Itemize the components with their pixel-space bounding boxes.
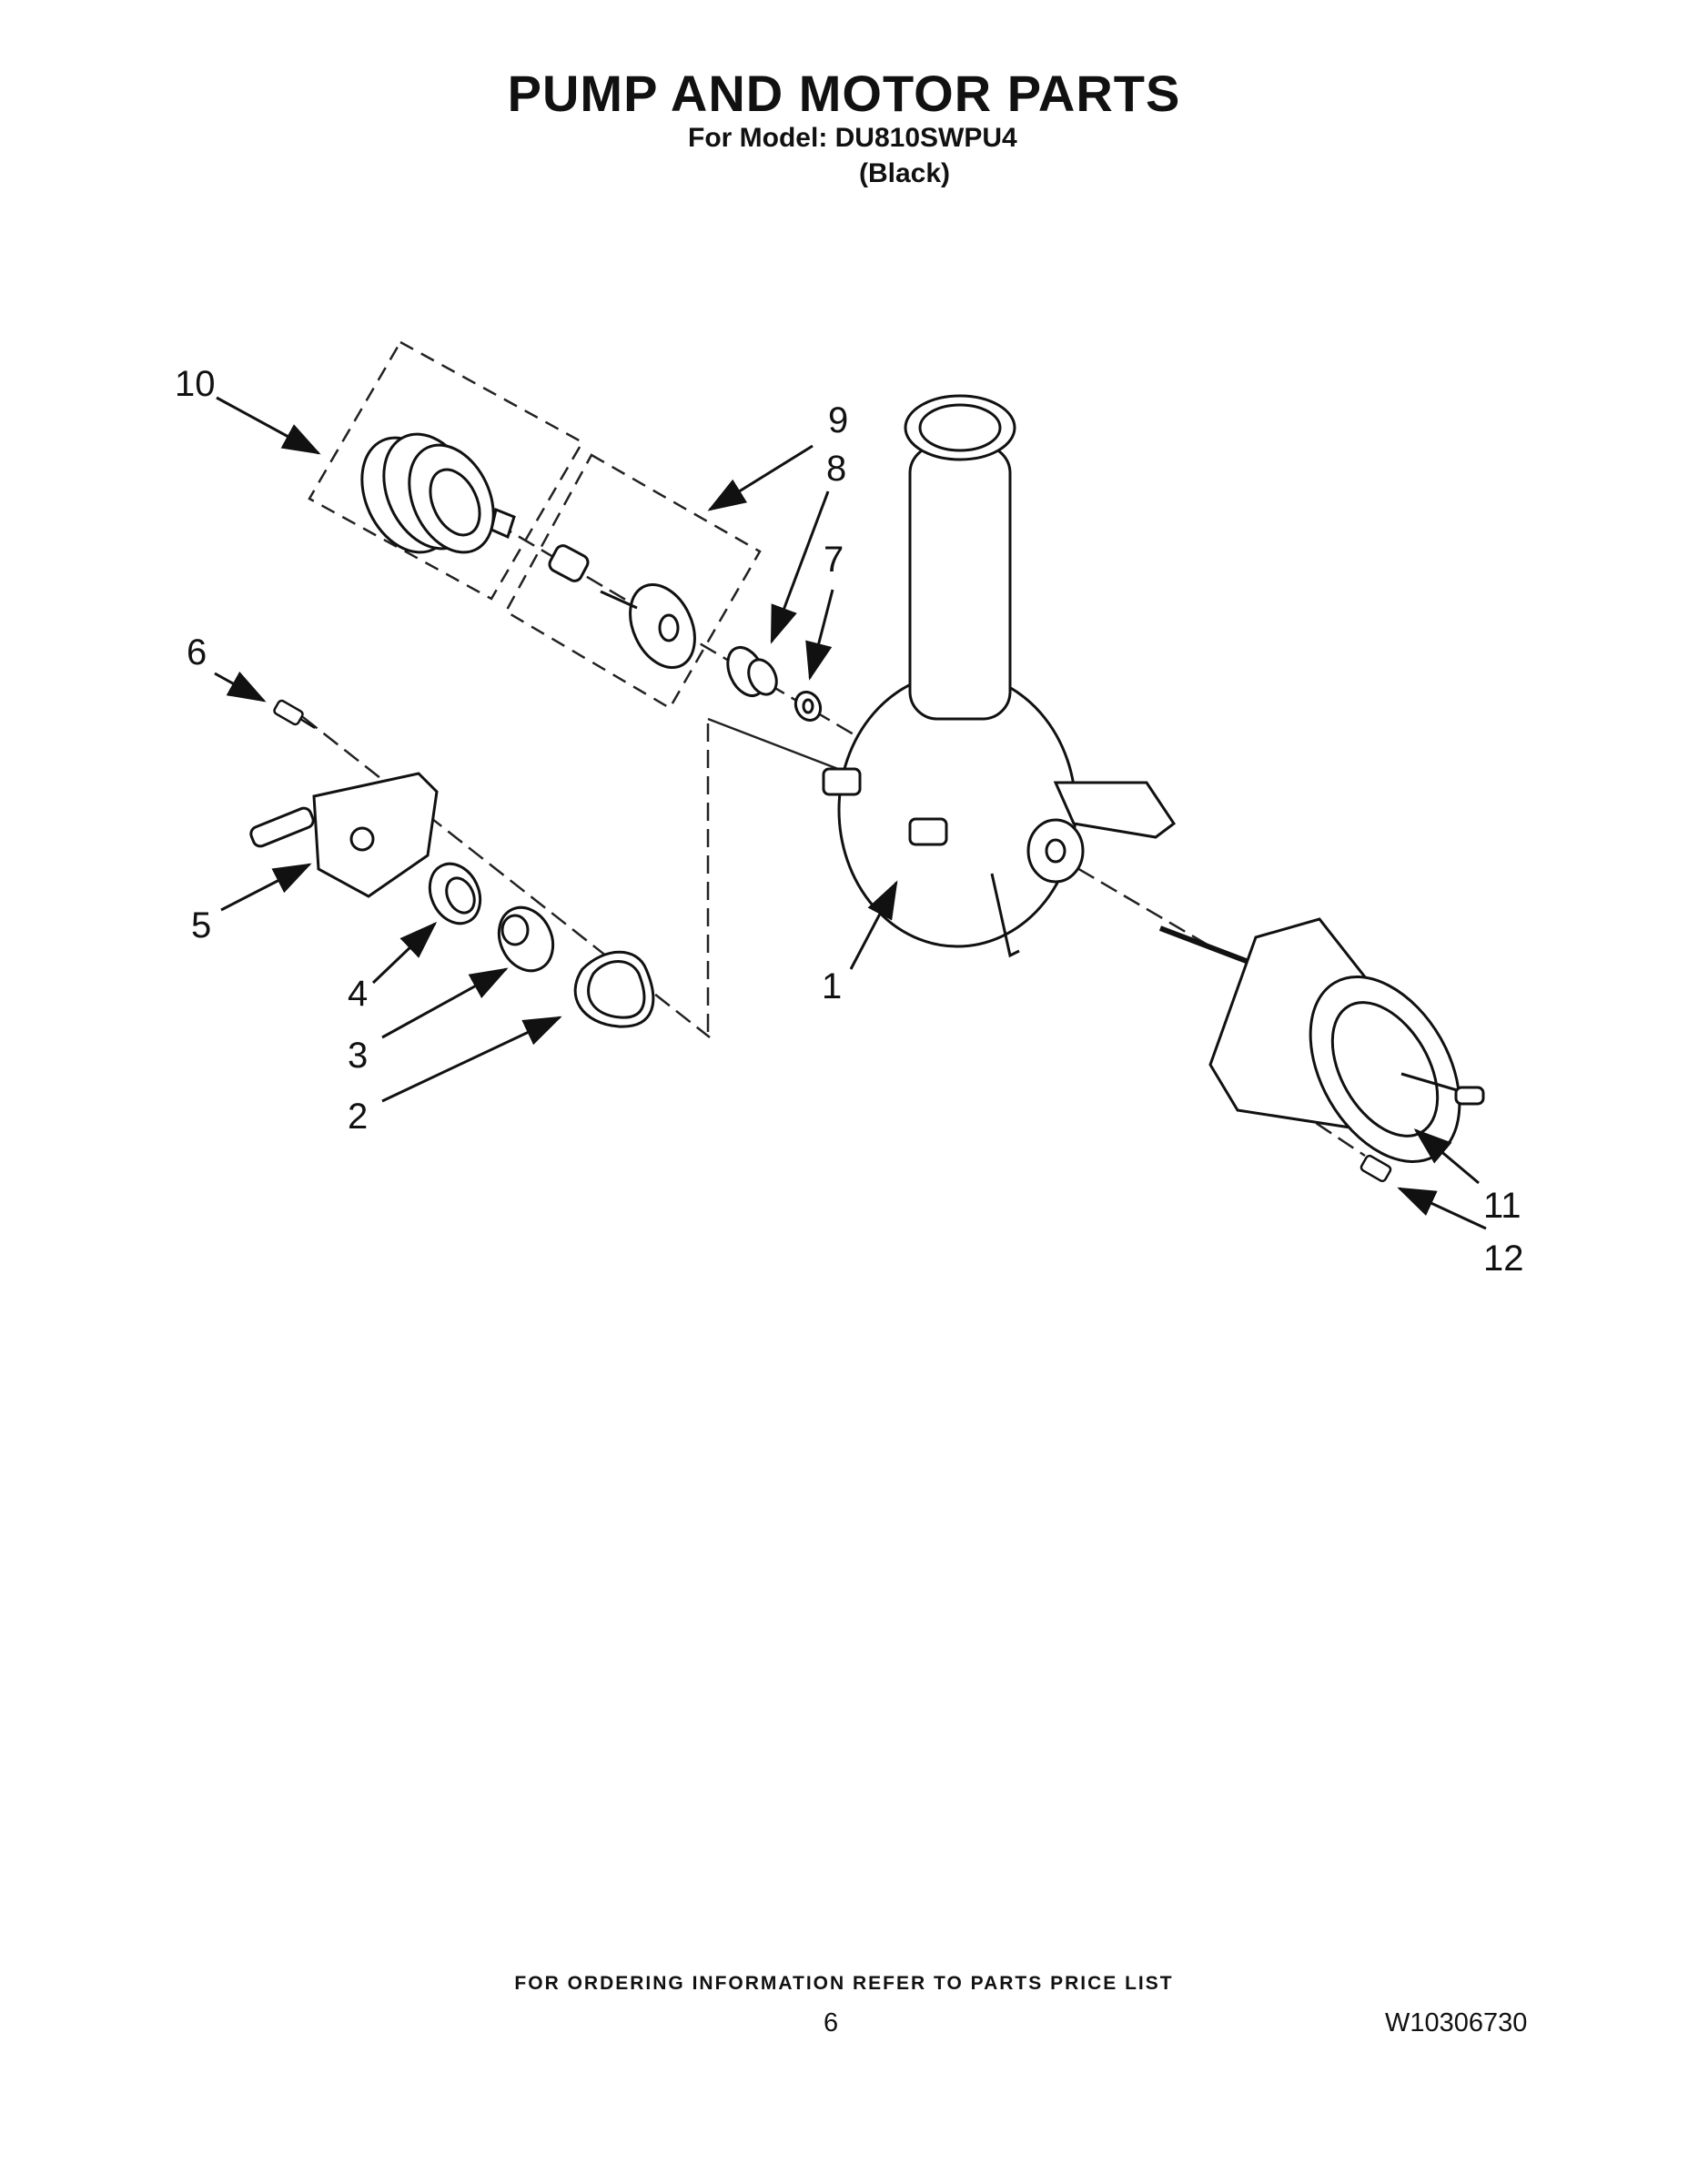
group-box-9 xyxy=(504,453,762,710)
part-11-motor xyxy=(1158,917,1485,1163)
leader-arrow-2 xyxy=(381,1016,562,1103)
callout-2: 2 xyxy=(348,1097,368,1137)
leader-arrow-10 xyxy=(216,396,321,455)
callout-11: 11 xyxy=(1483,1186,1521,1226)
leader-arrow-1 xyxy=(849,880,898,970)
leader-arrow-7 xyxy=(805,589,834,681)
part-4-seal-ring xyxy=(428,862,482,925)
part-6-screw xyxy=(273,699,316,730)
callout-5: 5 xyxy=(191,905,211,945)
axis-line-motor xyxy=(1055,854,1211,948)
leader-arrow-6 xyxy=(214,671,267,703)
part-5-cover xyxy=(249,772,439,898)
callout-10: 10 xyxy=(175,364,216,404)
part-9-impeller xyxy=(548,544,696,670)
leader-arrow-12 xyxy=(1397,1187,1487,1230)
part-2-gasket xyxy=(573,950,655,1028)
part-8-bearing xyxy=(726,646,778,697)
group-box-10 xyxy=(308,340,584,601)
leader-arrow-3 xyxy=(381,967,509,1039)
callout-4: 4 xyxy=(348,974,368,1014)
model-number: For Model: DU810SWPU4 xyxy=(688,123,1017,153)
leader-arrow-11 xyxy=(1413,1128,1480,1185)
callout-8: 8 xyxy=(826,449,846,489)
callout-12: 12 xyxy=(1483,1239,1524,1279)
page-number: 6 xyxy=(824,2008,839,2037)
part-12-screw xyxy=(1359,1154,1392,1183)
callout-6: 6 xyxy=(187,632,207,672)
leader-arrow-4 xyxy=(371,921,438,985)
part-10-housing xyxy=(360,432,495,554)
leader-arrow-5 xyxy=(220,863,312,912)
callout-9: 9 xyxy=(828,400,848,440)
ordering-note: FOR ORDERING INFORMATION REFER TO PARTS … xyxy=(514,1973,1174,1994)
callout-7: 7 xyxy=(824,540,844,580)
page-title: PUMP AND MOTOR PARTS xyxy=(507,65,1181,122)
part-3-grommet xyxy=(497,905,555,973)
callout-1: 1 xyxy=(822,966,842,1006)
document-number: W10306730 xyxy=(1385,2008,1528,2037)
color-variant: (Black) xyxy=(859,158,951,188)
part-7-seal xyxy=(793,690,823,723)
part-10-washer xyxy=(490,507,516,540)
part-1-pump-body xyxy=(822,394,1177,958)
leader-arrow-8 xyxy=(770,490,830,644)
callout-3: 3 xyxy=(348,1036,368,1076)
leader-arrow-9 xyxy=(707,444,814,511)
